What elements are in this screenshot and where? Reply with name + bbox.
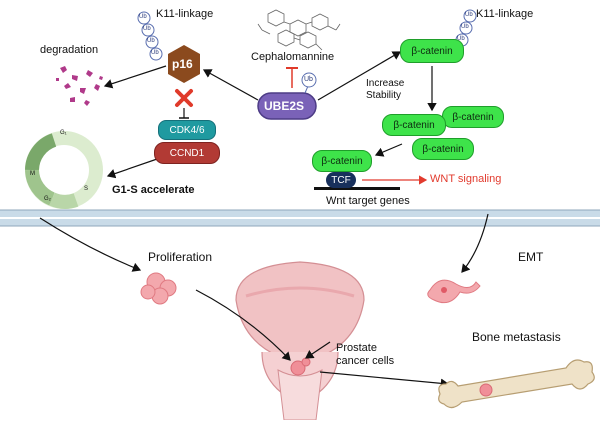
increase-stability-label: Increase Stability: [366, 78, 405, 101]
beta-catenin-pill-5: β-catenin: [312, 150, 372, 172]
ube2s-protein: [257, 72, 317, 120]
cdk46-pill: CDK4/6: [158, 120, 216, 140]
beta-catenin-pill-1: β-catenin: [400, 39, 464, 63]
ub-label: Ub: [147, 38, 155, 44]
ub-chain-left: [137, 11, 163, 61]
ub-label: Ub: [151, 50, 159, 56]
cephalomannine-structure-icon: [257, 9, 341, 51]
wnt-target-genes-label: Wnt target genes: [326, 195, 410, 207]
emt-cell: [427, 279, 481, 304]
ub-label: Ub: [457, 36, 465, 42]
cycle-m-label: M: [30, 171, 35, 177]
ub-label: Ub: [461, 24, 469, 30]
cycle-s-label: S: [84, 186, 89, 192]
ub-chain-right: [455, 9, 477, 49]
ub-label: Ub: [139, 14, 147, 20]
beta-catenin-pill-3: β-catenin: [382, 114, 446, 136]
ccnd1-pill: CCND1: [154, 142, 220, 164]
g1-s-accelerate-label: G1-S accelerate: [112, 184, 195, 196]
p16-protein: [168, 45, 200, 83]
cell-cycle-ring: [25, 131, 103, 209]
ube2s-label: UBE2S: [264, 99, 305, 113]
beta-catenin-pill-2: β-catenin: [442, 106, 504, 128]
proliferation-cells: [140, 272, 177, 305]
dna-bar: [314, 187, 400, 190]
ube2s-ub-label: Ub: [304, 76, 313, 83]
prostate-cancer-cells-label: Prostate cancer cells: [336, 342, 395, 367]
degradation-label: degradation: [40, 44, 99, 56]
wnt-signaling-label: WNT signaling: [430, 173, 502, 185]
proliferation-label: Proliferation: [148, 250, 213, 264]
ub-label: Ub: [465, 12, 473, 18]
p16-label: p16: [172, 57, 193, 71]
prostate-illustration: [235, 261, 365, 421]
k11-linkage-left-label: K11-linkage: [156, 8, 214, 20]
tcf-pill: TCF: [326, 172, 356, 188]
k11-linkage-right-label: K11-linkage: [476, 8, 534, 20]
bone-metastasis-label: Bone metastasis: [472, 330, 561, 344]
beta-catenin-pill-4: β-catenin: [412, 138, 474, 160]
degradation-fragments-icon: [56, 66, 103, 106]
inhibit-x-icon: [175, 89, 193, 107]
bone-illustration: [438, 359, 595, 409]
cell-membrane: [0, 209, 600, 227]
cycle-g1-label: G₁: [60, 130, 67, 136]
cephalomannine-label: Cephalomannine: [251, 51, 335, 63]
ub-label: Ub: [143, 26, 151, 32]
emt-label: EMT: [518, 250, 544, 264]
cycle-g2-label: G₂: [44, 196, 51, 202]
